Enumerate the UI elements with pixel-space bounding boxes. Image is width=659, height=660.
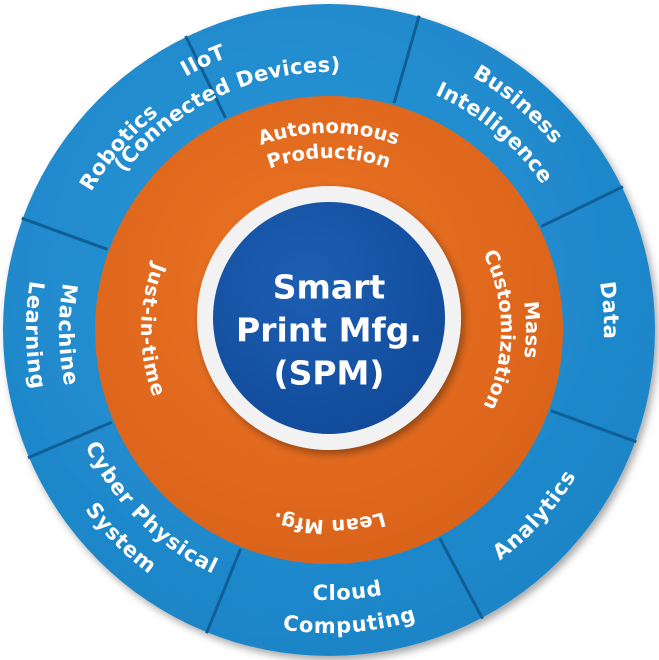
segment-divider	[205, 548, 242, 634]
center-core	[213, 202, 445, 434]
segment-divider	[550, 409, 637, 444]
outer-segment-data-line-1: Data	[595, 280, 623, 340]
segment-divider	[184, 35, 227, 119]
segment-divider	[27, 420, 113, 460]
segment-divider	[21, 216, 108, 251]
center-line-3: (SPM)	[274, 354, 385, 393]
outer-ring-dividers	[21, 15, 637, 634]
segment-divider	[392, 15, 421, 104]
center-hub: Smart Print Mfg. (SPM)	[197, 186, 461, 450]
center-line-1: Smart	[273, 268, 386, 307]
middle-label-mass: Mass	[520, 300, 545, 360]
segment-divider	[438, 537, 484, 620]
segment-divider	[540, 185, 624, 228]
center-line-2: Print Mfg.	[236, 311, 422, 350]
